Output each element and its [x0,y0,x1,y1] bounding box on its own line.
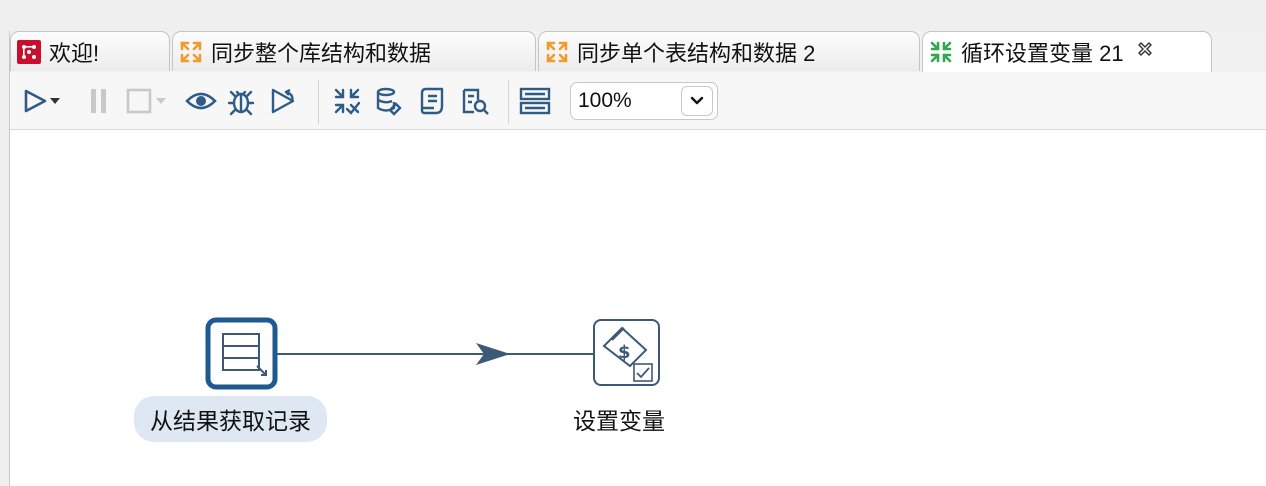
zoom-select[interactable]: 100% [570,82,718,120]
job-icon [545,40,569,64]
stop-dropdown-icon[interactable] [154,84,168,118]
preview-icon[interactable] [184,84,218,118]
toolbar-separator [318,80,319,124]
chevron-down-icon[interactable] [681,86,713,116]
tab-label: 同步整个库结构和数据 [211,40,432,66]
impact-icon[interactable] [416,84,450,118]
run-icon[interactable] [18,84,52,118]
zoom-value: 100% [578,89,632,112]
toolbar: 100% [10,72,1266,130]
get-rows-from-result-icon [222,333,267,376]
step-label-set-variables[interactable]: 设置变量 [573,408,665,434]
step-label-get-rows-from-result[interactable]: 从结果获取记录 [134,396,327,442]
tab-label: 欢迎! [49,40,100,66]
job-icon [179,40,203,64]
transformation-icon [929,40,953,64]
explore-db-icon[interactable] [458,84,492,118]
svg-text:$: $ [618,342,631,363]
step-set-variables[interactable]: $ [593,319,660,386]
close-tab-icon[interactable] [1136,40,1154,64]
set-variables-icon: $ [602,326,653,382]
layout-icon[interactable] [518,84,552,118]
tab-loop-set-variables[interactable]: 循环设置变量 21 [922,31,1212,72]
sql-icon[interactable] [372,84,406,118]
tab-sync-single-table[interactable]: 同步单个表结构和数据 2 [538,31,920,71]
welcome-icon [17,39,41,64]
stop-icon[interactable] [122,84,156,118]
step-get-rows-from-result[interactable] [205,317,278,390]
tab-sync-whole-db[interactable]: 同步整个库结构和数据 [172,31,536,71]
tab-label: 循环设置变量 21 [961,41,1124,66]
tab-welcome[interactable]: 欢迎! [10,31,170,71]
hop-arrow[interactable] [276,343,594,365]
replay-icon[interactable] [266,84,300,118]
pause-icon[interactable] [82,84,116,118]
verify-icon[interactable] [330,84,364,118]
tab-label: 同步单个表结构和数据 2 [577,40,816,66]
toolbar-separator [508,80,509,124]
tab-bar: 欢迎! 同步整个库结构和数据 同步单个表结构和数据 2 循环设置变量 21 [10,31,1266,73]
debug-icon[interactable] [224,84,258,118]
run-dropdown-icon[interactable] [48,84,62,118]
